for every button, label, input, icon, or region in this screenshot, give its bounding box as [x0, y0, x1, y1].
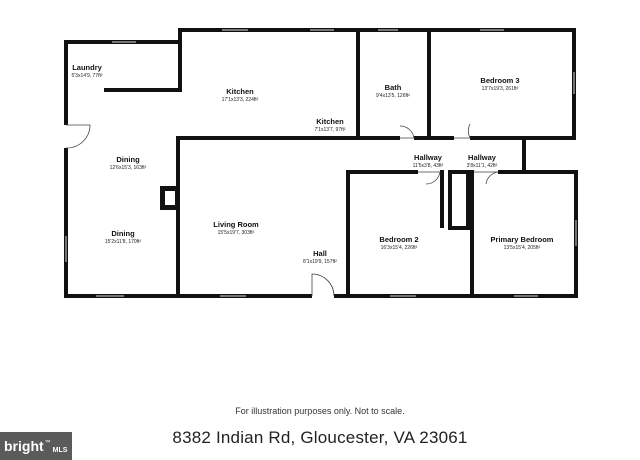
windows — [65, 29, 577, 297]
room-dims-hall: 8'1x19'9, 157ft² — [303, 259, 337, 265]
wall — [176, 136, 180, 298]
room-dims-kitchen-2: 7'1x13'7, 97ft² — [314, 127, 345, 133]
room-name-living-room: Living Room — [213, 220, 259, 229]
wall — [178, 28, 182, 92]
room-name-bedroom-3: Bedroom 3 — [480, 76, 519, 85]
wall — [448, 170, 470, 174]
room-dims-dining-2: 15'2x11'8, 170ft² — [105, 239, 142, 245]
wall — [498, 170, 578, 174]
room-dims-bedroom-3: 13'7x19'3, 261ft² — [482, 86, 519, 92]
logo-sub-text: MLS — [52, 446, 68, 454]
wall — [334, 294, 578, 298]
wall — [104, 88, 180, 92]
wall — [356, 136, 400, 140]
door-swing — [65, 124, 91, 149]
wall — [178, 28, 358, 32]
wall — [356, 28, 576, 32]
wall — [522, 136, 526, 170]
wall — [178, 136, 358, 140]
room-name-primary-bedroom: Primary Bedroom — [491, 235, 554, 244]
room-name-bedroom-2: Bedroom 2 — [379, 235, 418, 244]
wall — [414, 136, 454, 140]
room-dims-laundry: 5'3x14'9, 77ft² — [71, 73, 102, 79]
room-dims-bath: 9'4x13'5, 126ft² — [376, 93, 410, 99]
bright-mls-logo: bright ™ MLS — [0, 432, 72, 460]
door-swing — [418, 171, 441, 185]
wall — [448, 170, 452, 230]
wall — [346, 170, 418, 174]
wall — [427, 28, 431, 138]
door-swing — [399, 125, 415, 139]
property-address: 8382 Indian Rd, Gloucester, VA 23061 — [172, 428, 468, 447]
room-name-kitchen-2: Kitchen — [316, 117, 344, 126]
room-dims-primary-bedroom: 13'5x15'4, 205ft² — [504, 245, 541, 251]
door-swing — [311, 273, 335, 297]
room-dims-dining-1: 12'6x15'3, 163ft² — [110, 165, 147, 171]
wall — [448, 226, 470, 230]
room-name-hallway-2: Hallway — [468, 153, 497, 162]
room-dims-kitchen: 17'1x13'3, 224ft² — [222, 97, 259, 103]
door-swing — [454, 123, 471, 139]
room-name-bath: Bath — [385, 83, 402, 92]
room-name-dining-1: Dining — [116, 155, 140, 164]
disclaimer-text: For illustration purposes only. Not to s… — [235, 406, 405, 416]
room-dims-hallway-1: 11'5x3'8, 43ft² — [413, 163, 444, 169]
room-name-laundry: Laundry — [72, 63, 102, 72]
room-name-hall: Hall — [313, 249, 327, 258]
logo-trademark-icon: ™ — [44, 440, 51, 446]
room-labels: Laundry 5'3x14'9, 77ft² Kitchen 17'1x13'… — [71, 63, 553, 265]
room-dims-bedroom-2: 16'3x15'4, 226ft² — [381, 245, 418, 251]
wall-notch-inner — [165, 191, 175, 205]
room-dims-hallway-2: 3'8x11'1, 42ft² — [467, 163, 498, 169]
wall — [440, 170, 444, 228]
room-name-dining-2: Dining — [111, 229, 135, 238]
logo-text: bright — [4, 438, 44, 454]
wall — [64, 148, 68, 298]
room-dims-living-room: 15'5x19'7, 303ft² — [218, 230, 255, 236]
wall — [356, 28, 360, 140]
door-swing — [474, 171, 499, 185]
wall — [346, 170, 350, 298]
doors — [65, 123, 499, 297]
room-name-hallway-1: Hallway — [414, 153, 443, 162]
wall — [466, 170, 470, 230]
wall — [64, 40, 68, 125]
wall — [470, 170, 474, 298]
room-name-kitchen: Kitchen — [226, 87, 254, 96]
